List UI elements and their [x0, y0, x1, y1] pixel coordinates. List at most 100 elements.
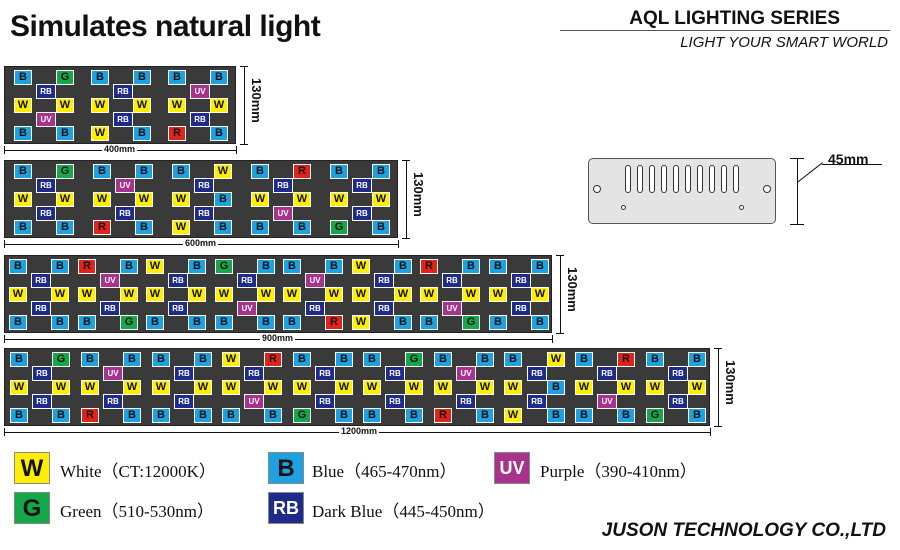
led-chip: B — [489, 315, 507, 330]
driver-box — [588, 158, 776, 224]
led-chip: W — [352, 315, 370, 330]
led-chip: RB — [237, 273, 257, 288]
height-label: 130mm — [565, 267, 580, 312]
vent-slot-icon — [637, 165, 643, 193]
led-chip: UV — [456, 366, 476, 381]
led-chip: W — [504, 380, 522, 395]
height-label: 130mm — [249, 78, 264, 123]
led-chip: R — [78, 259, 96, 274]
dimension-tick — [240, 66, 248, 67]
led-chip: B — [293, 220, 311, 235]
led-chip: B — [363, 408, 381, 423]
led-chip: RB — [352, 178, 372, 193]
led-chip: B — [363, 352, 381, 367]
led-chip: W — [78, 287, 96, 302]
vent-slot-icon — [673, 165, 679, 193]
led-chip: W — [91, 98, 109, 113]
led-chip: B — [688, 408, 706, 423]
led-chip: W — [52, 380, 70, 395]
led-chip: B — [135, 220, 153, 235]
led-chip: UV — [273, 206, 293, 221]
led-chip: G — [330, 220, 348, 235]
led-chip: RB — [174, 394, 194, 409]
led-chip: W — [168, 98, 186, 113]
led-chip: W — [283, 287, 301, 302]
led-chip: RB — [374, 273, 394, 288]
led-chip: W — [222, 380, 240, 395]
led-chip: G — [52, 352, 70, 367]
dimension-tick — [556, 333, 564, 334]
led-chip: RB — [190, 112, 210, 127]
height-label: 130mm — [411, 172, 426, 217]
led-chip: B — [405, 408, 423, 423]
led-chip: RB — [511, 301, 531, 316]
dimension-tick — [402, 160, 410, 161]
led-chip: UV — [190, 84, 210, 99]
led-chip: UV — [244, 394, 264, 409]
led-chip: B — [135, 164, 153, 179]
led-chip: R — [81, 408, 99, 423]
led-chip: W — [188, 287, 206, 302]
led-chip: B — [688, 352, 706, 367]
led-chip: B — [575, 408, 593, 423]
led-chip: R — [293, 164, 311, 179]
led-chip: W — [325, 287, 343, 302]
vent-slot-icon — [661, 165, 667, 193]
led-chip: B — [146, 315, 164, 330]
led-chip: W — [264, 380, 282, 395]
led-chip: B — [78, 315, 96, 330]
led-chip: W — [10, 380, 28, 395]
led-chip: RB — [174, 366, 194, 381]
led-chip: B — [283, 315, 301, 330]
driver-height-dimension — [797, 158, 798, 224]
legend-swatch: W — [14, 452, 50, 484]
led-chip: W — [504, 408, 522, 423]
led-chip: RB — [32, 366, 52, 381]
led-chip: W — [215, 287, 233, 302]
led-chip: B — [152, 408, 170, 423]
vent-slot-icon — [721, 165, 727, 193]
led-chip: B — [257, 315, 275, 330]
led-chip: RB — [244, 366, 264, 381]
led-chip: W — [51, 287, 69, 302]
legend-label: Green（510-530nm） — [60, 502, 214, 521]
dimension-leader — [822, 164, 882, 165]
legend-label: White（CT:12000K） — [60, 462, 216, 481]
led-chip: W — [352, 287, 370, 302]
led-chip: W — [688, 380, 706, 395]
led-chip: W — [91, 126, 109, 141]
mount-hole-icon — [593, 185, 601, 193]
led-chip: B — [325, 259, 343, 274]
led-chip: B — [51, 259, 69, 274]
led-chip: B — [293, 352, 311, 367]
led-chip: B — [10, 352, 28, 367]
led-chip: RB — [31, 301, 51, 316]
led-chip: W — [56, 192, 74, 207]
dimension-tick — [4, 146, 5, 154]
led-chip: B — [188, 315, 206, 330]
led-chip: B — [251, 164, 269, 179]
led-chip: W — [251, 192, 269, 207]
led-chip: W — [172, 220, 190, 235]
led-chip: B — [335, 352, 353, 367]
led-chip: W — [489, 287, 507, 302]
led-chip: UV — [442, 301, 462, 316]
led-chip: B — [120, 259, 138, 274]
led-chip: B — [617, 408, 635, 423]
led-chip: W — [152, 380, 170, 395]
led-chip: B — [264, 408, 282, 423]
led-chip: B — [462, 259, 480, 274]
led-chip: W — [646, 380, 664, 395]
led-chip: RB — [374, 301, 394, 316]
page-title: Simulates natural light — [10, 10, 321, 43]
led-chip: W — [14, 192, 32, 207]
legend-label: Blue（465-470nm） — [312, 462, 457, 481]
height-dimension — [406, 160, 407, 238]
led-chip: B — [531, 315, 549, 330]
led-chip: R — [168, 126, 186, 141]
led-chip: W — [210, 98, 228, 113]
